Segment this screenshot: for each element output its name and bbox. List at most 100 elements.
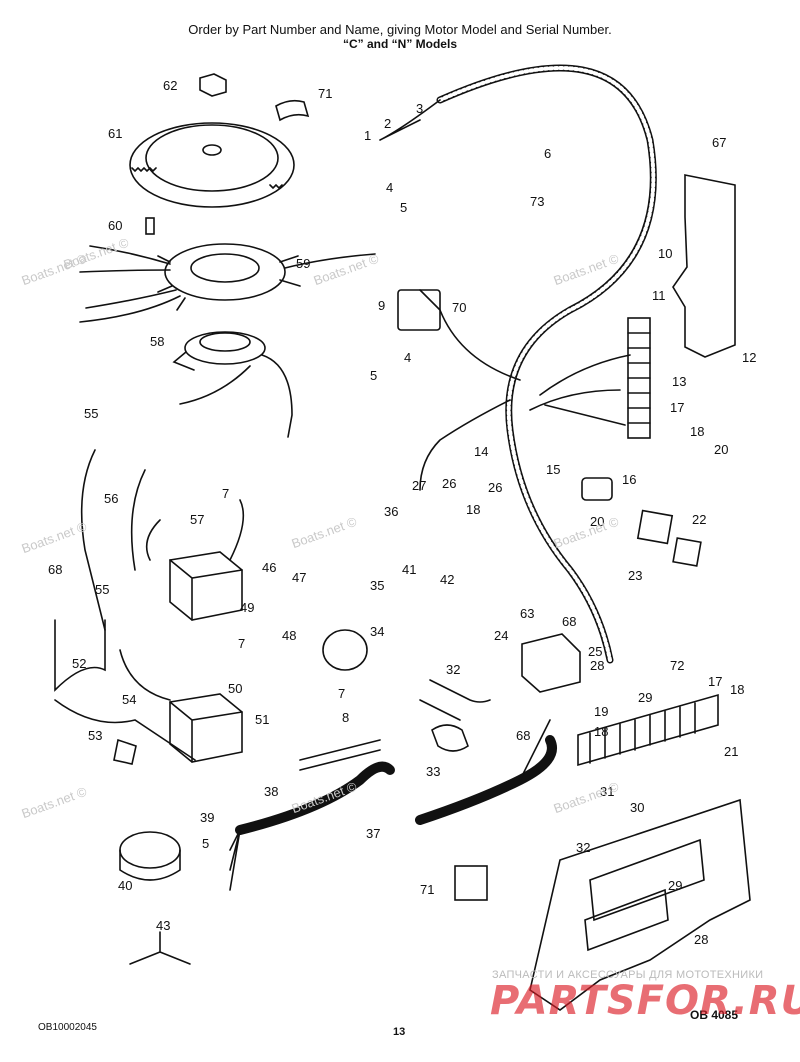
callout: 19: [594, 704, 608, 719]
shop-logo: PARTSFOR.RU: [490, 978, 800, 1024]
ignition-coil: [169, 551, 243, 621]
timer-base: [184, 331, 266, 365]
key: [275, 99, 310, 122]
callout: 21: [724, 744, 738, 759]
plate: [636, 509, 674, 545]
callout: 7: [238, 636, 245, 651]
callout: 32: [446, 662, 460, 677]
callout: 73: [530, 194, 544, 209]
callout: 3: [416, 101, 423, 116]
callout: 26: [442, 476, 456, 491]
callout: 5: [202, 836, 209, 851]
callout: 7: [338, 686, 345, 701]
ignition-coil: [169, 693, 243, 763]
callout: 63: [520, 606, 534, 621]
callout: 38: [264, 784, 278, 799]
callout: 68: [48, 562, 62, 577]
callout: 40: [118, 878, 132, 893]
callout: 10: [658, 246, 672, 261]
callout: 57: [190, 512, 204, 527]
callout: 31: [600, 784, 614, 799]
callout: 18: [690, 424, 704, 439]
mounting-bracket: [672, 174, 736, 358]
callout: 55: [95, 582, 109, 597]
callout: 71: [318, 86, 332, 101]
callout: 7: [222, 486, 229, 501]
callout: 18: [730, 682, 744, 697]
nut: [199, 73, 227, 97]
callout: 27: [412, 478, 426, 493]
callout: 67: [712, 135, 726, 150]
callout: 29: [638, 690, 652, 705]
callout: 11: [652, 288, 666, 303]
callout: 5: [400, 200, 407, 215]
callout: 61: [108, 126, 122, 141]
solenoid: [322, 629, 368, 671]
callout: 6: [544, 146, 551, 161]
callout: 15: [546, 462, 560, 477]
callout: 55: [84, 406, 98, 421]
callout: 18: [466, 502, 480, 517]
callout: 71: [420, 882, 434, 897]
callout: 33: [426, 764, 440, 779]
callout: 36: [384, 504, 398, 519]
callout: 18: [594, 724, 608, 739]
callout: 16: [622, 472, 636, 487]
callout: 47: [292, 570, 306, 585]
key-switch: [581, 477, 613, 501]
rectifier: [397, 289, 441, 331]
screw: [145, 217, 155, 235]
callout: 52: [72, 656, 86, 671]
callout: 58: [150, 334, 164, 349]
callout: 30: [630, 800, 644, 815]
callout: 48: [282, 628, 296, 643]
callout: 34: [370, 624, 384, 639]
callout: 29: [668, 878, 682, 893]
callout: 32: [576, 840, 590, 855]
callout: 14: [474, 444, 488, 459]
callout: 28: [694, 932, 708, 947]
callout: 68: [562, 614, 576, 629]
stator: [164, 243, 286, 301]
relay: [521, 633, 581, 693]
callout: 17: [670, 400, 684, 415]
callout: 4: [386, 180, 393, 195]
callout: 2: [384, 116, 391, 131]
callout: 24: [494, 628, 508, 643]
callout: 9: [378, 298, 385, 313]
switch: [119, 831, 181, 869]
page-number: 13: [393, 1026, 406, 1038]
callout: 4: [404, 350, 411, 365]
callout: 50: [228, 681, 242, 696]
callout: 8: [342, 710, 349, 725]
footer-code-right: OB 4085: [690, 1008, 739, 1022]
callout: 41: [402, 562, 416, 577]
header-line-1: Order by Part Number and Name, giving Mo…: [188, 22, 612, 37]
callout: 37: [366, 826, 380, 841]
callout: 72: [670, 658, 684, 673]
terminal-strip: [577, 693, 719, 767]
callout: 35: [370, 578, 384, 593]
cable: [80, 449, 106, 631]
callout: 12: [742, 350, 756, 365]
callout: 17: [708, 674, 722, 689]
callout: 42: [440, 572, 454, 587]
callout: 23: [628, 568, 642, 583]
callout: 68: [516, 728, 530, 743]
callout: 43: [156, 918, 170, 933]
callout: 20: [590, 514, 604, 529]
callout: 60: [108, 218, 122, 233]
callout: 1: [364, 128, 371, 143]
callout: 25: [588, 644, 602, 659]
callout: 26: [488, 480, 502, 495]
callout: 49: [240, 600, 254, 615]
callout: 62: [163, 78, 177, 93]
callout: 13: [672, 374, 686, 389]
callout: 28: [590, 658, 604, 673]
callout: 22: [692, 512, 706, 527]
decal: [454, 865, 488, 901]
callout: 39: [200, 810, 214, 825]
header-line-2: “C” and “N” Models: [342, 37, 457, 51]
callout: 20: [714, 442, 728, 457]
callout: 5: [370, 368, 377, 383]
